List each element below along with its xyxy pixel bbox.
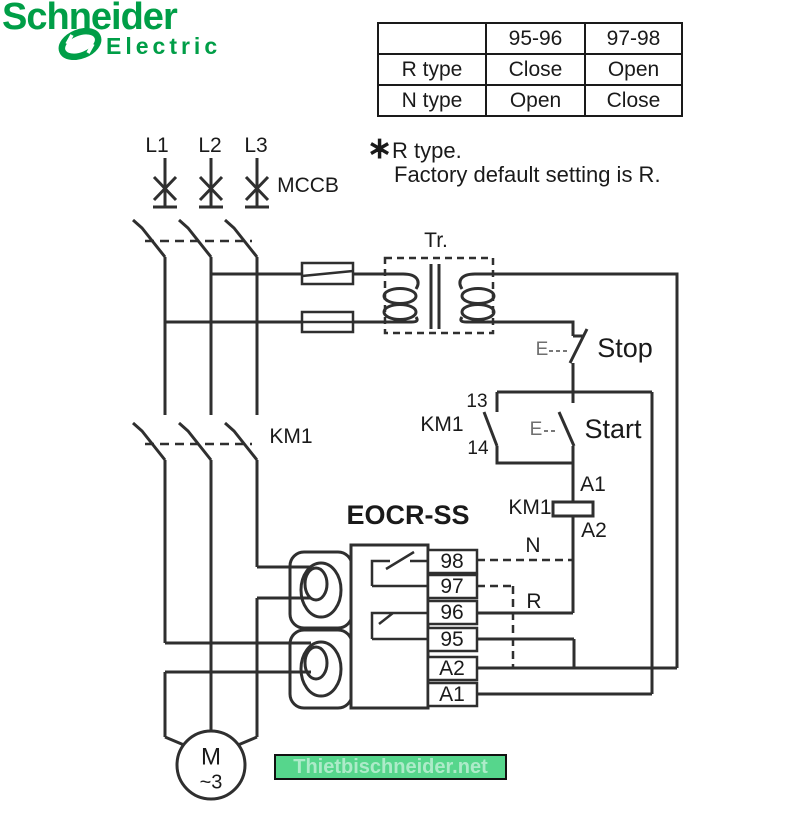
line-terminal-l1 — [152, 158, 178, 209]
label-e-start: E — [529, 419, 543, 441]
table-cell: Open — [485, 84, 586, 117]
label-start: Start — [584, 413, 642, 444]
control-wiring — [477, 272, 679, 696]
label-km1-coil: KM1 — [508, 496, 552, 520]
label-aux-13: 13 — [466, 391, 488, 413]
footnote-star: ∗ — [367, 132, 393, 165]
terminal-label-98: 98 — [440, 550, 464, 574]
label-aux-14: 14 — [467, 438, 489, 460]
line-terminal-l2 — [198, 158, 224, 209]
label-l2: L2 — [198, 134, 222, 158]
table-row-r-type: R type Close Open — [377, 53, 683, 86]
mccb-pole — [132, 218, 167, 258]
footnote-line2: Factory default setting is R. — [394, 162, 661, 187]
label-l3: L3 — [244, 134, 268, 158]
label-coil-a2: A2 — [581, 519, 607, 543]
terminal-label-95: 95 — [440, 628, 464, 652]
label-mccb: MCCB — [277, 174, 339, 198]
km1-pole — [224, 421, 259, 461]
terminal-label-96: 96 — [440, 601, 464, 625]
label-km1-aux: KM1 — [420, 413, 464, 437]
label-stop: Stop — [597, 332, 653, 363]
mccb-pole — [224, 218, 259, 258]
motor-letter: M — [201, 743, 221, 771]
table-cell: Close — [584, 84, 683, 117]
table-row-n-type: N type Open Close — [377, 84, 683, 117]
terminal-box-a1 — [426, 681, 479, 708]
table-cell: 95-96 — [485, 22, 586, 55]
schneider-logo-icon — [58, 28, 102, 60]
schneider-logo-subtext: Electric — [106, 33, 222, 59]
stop-contact — [568, 328, 589, 392]
actuator-dashes — [544, 350, 567, 432]
label-n-wire: N — [525, 534, 541, 558]
line-terminal-l3 — [244, 158, 270, 209]
terminal-label-a2: A2 — [439, 657, 465, 681]
label-r-wire: R — [526, 590, 542, 614]
table-cell: R type — [377, 53, 487, 86]
label-coil-a1: A1 — [580, 473, 606, 497]
table-header-row: 95-96 97-98 — [377, 22, 683, 55]
label-l1: L1 — [145, 134, 169, 158]
km1-aux-contact — [482, 392, 573, 465]
km1-coil-symbol — [551, 500, 595, 518]
footnote-line1: R type. — [392, 138, 462, 163]
km1-pole — [178, 421, 213, 461]
label-e-stop: E — [535, 339, 549, 361]
table-cell: Open — [584, 53, 683, 86]
mccb-pole — [178, 218, 213, 258]
table-cell: 97-98 — [584, 22, 683, 55]
relay-nc-contact — [370, 611, 428, 641]
km1-pole — [132, 421, 167, 461]
start-contact — [557, 392, 576, 447]
motor-phase: ~3 — [199, 771, 223, 794]
optional-wiring-dashed — [477, 558, 573, 668]
eocr-relay-block — [349, 543, 479, 710]
table-cell: N type — [377, 84, 487, 117]
label-transformer: Tr. — [424, 229, 448, 253]
contact-config-table: 95-96 97-98 R type Close Open N type Ope… — [377, 22, 683, 117]
table-cell: Close — [485, 53, 586, 86]
label-km1-contactor: KM1 — [269, 425, 313, 449]
control-transformer — [382, 256, 496, 335]
ct-sensors — [288, 550, 354, 710]
table-cell — [377, 22, 487, 55]
terminal-label-a1: A1 — [439, 683, 465, 707]
watermark-banner: Thietbischneider.net — [274, 754, 507, 780]
label-eocr-title: EOCR-SS — [346, 499, 470, 530]
control-fuses — [300, 261, 355, 334]
relay-no-contact — [370, 550, 428, 588]
terminal-label-97: 97 — [440, 575, 464, 599]
terminal-box-a2 — [426, 655, 479, 682]
